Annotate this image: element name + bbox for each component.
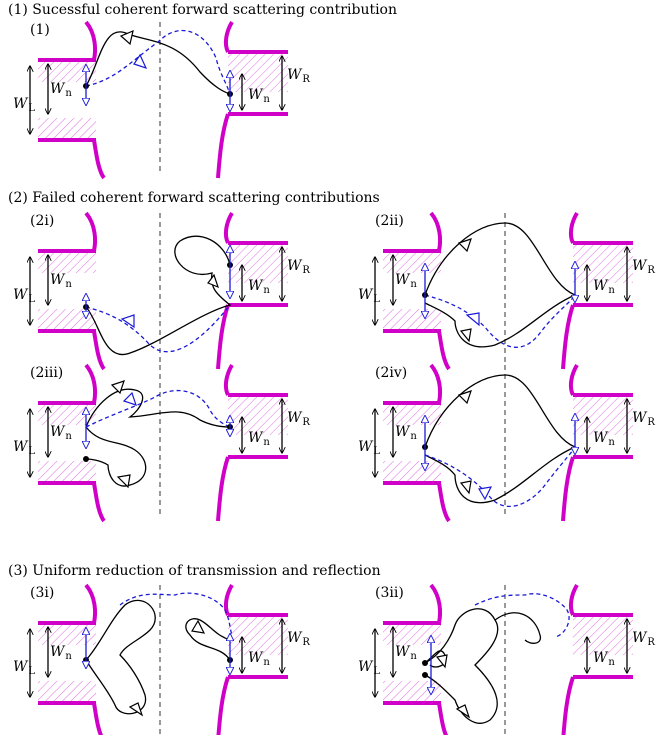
w-right-label: WR <box>632 630 655 648</box>
w-right-label: WR <box>287 67 310 85</box>
solid-trajectory <box>85 599 156 715</box>
solid-trajectory <box>424 608 499 724</box>
panel-3i: (3i) WL Wn Wn WR <box>0 585 310 735</box>
w-n-right-label: Wn <box>248 430 270 448</box>
arrow-head <box>455 704 471 719</box>
w-n-left-label: Wn <box>395 272 417 290</box>
w-right-label: WR <box>632 410 655 428</box>
w-left-label: WL <box>358 659 381 677</box>
solid-trajectory <box>85 426 147 487</box>
cavity-diagram <box>345 585 665 735</box>
panel-3ii: (3ii) WL Wn Wn WR <box>345 585 655 735</box>
solid-trajectory <box>424 374 577 504</box>
w-n-left-label: Wn <box>50 644 72 662</box>
end-point <box>422 672 428 678</box>
cavity-diagram <box>345 213 665 363</box>
cavity-diagram <box>345 365 665 515</box>
arrow-head <box>457 238 472 253</box>
arrow-head <box>435 654 448 669</box>
panel-label: (1) <box>30 22 50 38</box>
w-right-label: WR <box>287 258 310 276</box>
arrow-head <box>459 480 472 495</box>
panel-1: (1) WL Wn Wn WR <box>0 22 310 172</box>
panel-2iii: (2iii) WL Wn Wn WR <box>0 365 310 515</box>
dashed-arrow-head <box>465 312 480 327</box>
panel-label: (3i) <box>30 585 55 601</box>
dashed-arrow-head <box>478 486 493 501</box>
w-n-left-label: Wn <box>50 81 72 99</box>
arrow-head <box>116 474 131 489</box>
w-n-right-label: Wn <box>593 650 615 668</box>
dashed-trajectory <box>119 592 233 636</box>
w-left-label: WL <box>13 439 36 457</box>
arrow-head <box>119 29 134 46</box>
cavity-diagram <box>0 213 320 363</box>
dashed-arrow-head <box>133 53 148 70</box>
solid-trajectory <box>494 612 542 644</box>
w-right-label: WR <box>632 258 655 276</box>
panel-2ii: (2ii) WL Wn Wn WR <box>345 213 655 363</box>
w-n-right-label: Wn <box>248 87 270 105</box>
solid-trajectory <box>85 388 231 428</box>
arrow-head <box>110 380 125 395</box>
arrow-head <box>191 619 206 634</box>
dashed-trajectory <box>85 389 231 428</box>
dashed-trajectory <box>474 593 570 638</box>
cavity-diagram <box>0 22 320 172</box>
arrow-head <box>457 390 472 405</box>
w-n-left-label: Wn <box>395 424 417 442</box>
w-n-left-label: Wn <box>50 272 72 290</box>
panel-label: (2iv) <box>375 365 408 381</box>
solid-trajectory <box>85 31 231 95</box>
section-title-3: (3) Uniform reduction of transmission an… <box>8 563 381 579</box>
w-left-label: WL <box>358 439 381 457</box>
dashed-trajectory <box>424 446 576 507</box>
cavity-diagram <box>0 365 320 515</box>
panel-2i: (2i) WL Wn Wn WR <box>0 213 310 363</box>
section-title-2: (2) Failed coherent forward scattering c… <box>8 190 380 206</box>
w-right-label: WR <box>287 630 310 648</box>
panel-2iv: (2iv) WL Wn Wn WR <box>345 365 655 515</box>
panel-label: (2ii) <box>375 213 404 229</box>
start-point <box>83 456 89 462</box>
w-right-label: WR <box>287 410 310 428</box>
solid-trajectory <box>185 618 231 661</box>
arrow-head <box>459 328 472 343</box>
dashed-arrow-head <box>122 391 137 406</box>
dashed-trajectory <box>424 294 576 348</box>
w-n-right-label: Wn <box>248 650 270 668</box>
w-left-label: WL <box>358 287 381 305</box>
solid-trajectory <box>424 222 577 348</box>
w-left-label: WL <box>13 659 36 677</box>
w-n-right-label: Wn <box>593 430 615 448</box>
w-left-label: WL <box>13 287 36 305</box>
dashed-trajectory <box>85 304 231 353</box>
w-left-label: WL <box>13 96 36 114</box>
panel-label: (2iii) <box>30 365 64 381</box>
section-title-1: (1) Sucessful coherent forward scatterin… <box>8 2 398 18</box>
panel-label: (2i) <box>30 213 55 229</box>
w-n-right-label: Wn <box>593 278 615 296</box>
cavity-diagram <box>0 585 320 735</box>
arrow-head <box>207 273 219 289</box>
arrow-head <box>128 702 144 717</box>
w-n-right-label: Wn <box>248 278 270 296</box>
start-point <box>422 660 428 666</box>
w-n-left-label: Wn <box>395 644 417 662</box>
solid-trajectory <box>85 235 232 356</box>
w-n-left-label: Wn <box>50 424 72 442</box>
panel-label: (3ii) <box>375 585 404 601</box>
dashed-trajectory <box>85 29 231 95</box>
dashed-arrow-head <box>120 314 135 329</box>
